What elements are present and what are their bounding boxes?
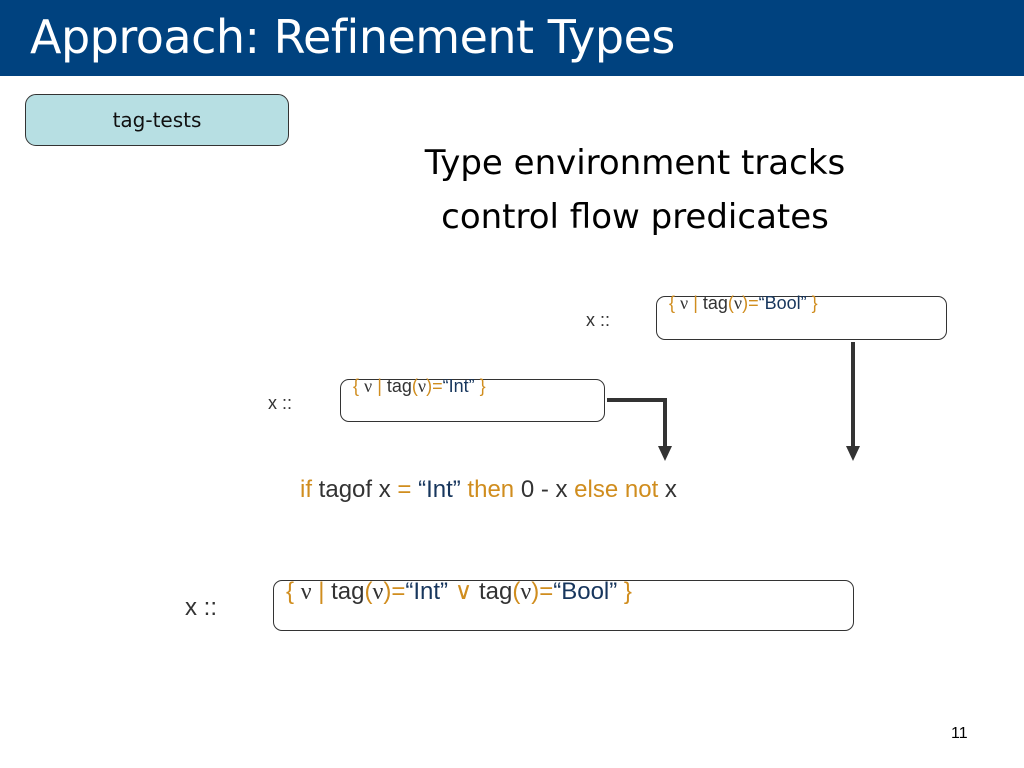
keyword-else: else — [574, 476, 619, 503]
bool-binding-label: x :: — [586, 310, 611, 330]
expr-negate: 0 - x — [520, 476, 568, 503]
bar-symbol: | — [377, 376, 382, 396]
code-equals: = — [397, 476, 412, 503]
expr-x: x — [664, 476, 677, 503]
int-literal: “Int” — [405, 578, 449, 605]
brace-open: { — [353, 376, 360, 396]
nu-symbol: ν — [300, 579, 312, 605]
keyword-if: if — [300, 476, 312, 503]
code-line: if tagof x = “Int” then 0 - x else not x — [300, 476, 677, 504]
bool-type-box: { ν | tag(ν)=“Bool” } — [656, 293, 947, 340]
nu-symbol: ν — [520, 579, 532, 605]
tag-fn: tag — [386, 376, 412, 396]
headline: Type environment tracks control flow pre… — [380, 136, 890, 244]
nu-symbol: ν — [733, 293, 743, 313]
headline-line-2: control flow predicates — [441, 197, 829, 237]
keyword-then: then — [467, 476, 515, 503]
headline-line-1: Type environment tracks — [424, 143, 846, 183]
union-type-formula: { ν | tag(ν)=“Int” ∨ tag(ν)=“Bool” } — [286, 577, 632, 606]
nu-symbol: ν — [372, 579, 384, 605]
brace-open: { — [286, 578, 295, 605]
paren-open: ( — [411, 376, 418, 396]
equals-sign: = — [432, 376, 443, 396]
paren-close: ) — [426, 376, 433, 396]
paren-close: ) — [742, 293, 749, 313]
page-number: 11 — [951, 725, 968, 742]
tag-pill: tag-tests — [25, 94, 289, 146]
int-binding-label: x :: — [268, 393, 293, 413]
paren-close: ) — [383, 578, 392, 605]
tag-fn: tag — [478, 578, 513, 605]
slide-title: Approach: Refinement Types — [30, 10, 675, 64]
nu-symbol: ν — [364, 376, 373, 396]
code-int-literal: “Int” — [418, 476, 461, 503]
tag-fn: tag — [702, 293, 728, 313]
title-bar: Approach: Refinement Types — [0, 0, 1024, 76]
keyword-not: not — [624, 476, 659, 503]
brace-close: } — [623, 578, 632, 605]
bool-literal: “Bool” — [553, 578, 618, 605]
paren-open: ( — [364, 578, 373, 605]
equals-sign: = — [539, 578, 554, 605]
brace-close: } — [811, 293, 818, 313]
brace-open: { — [669, 293, 676, 313]
int-type-formula: { ν | tag(ν)=“Int” } — [353, 376, 486, 397]
bool-branch-arrowhead — [846, 446, 860, 461]
int-branch-arrow — [607, 398, 667, 447]
tag-fn: tag — [331, 578, 365, 605]
bool-type-formula: { ν | tag(ν)=“Bool” } — [669, 293, 818, 314]
int-literal: “Int” — [442, 376, 475, 396]
brace-close: } — [479, 376, 486, 396]
int-branch-arrowhead — [658, 446, 672, 461]
int-type-box: { ν | tag(ν)=“Int” } — [340, 376, 605, 422]
bar-symbol: | — [318, 578, 325, 605]
paren-open: ( — [512, 578, 521, 605]
bar-symbol: | — [693, 293, 698, 313]
equals-sign: = — [748, 293, 759, 313]
nu-symbol: ν — [680, 293, 689, 313]
union-type-box: { ν | tag(ν)=“Int” ∨ tag(ν)=“Bool” } — [273, 577, 854, 631]
paren-open: ( — [727, 293, 734, 313]
or-symbol: ∨ — [454, 578, 473, 605]
nu-symbol: ν — [417, 376, 427, 396]
bool-literal: “Bool” — [758, 293, 807, 313]
expr-tagof: tagof x — [318, 476, 391, 503]
paren-close: ) — [531, 578, 540, 605]
union-binding-label: x :: — [185, 594, 218, 621]
equals-sign: = — [391, 578, 406, 605]
